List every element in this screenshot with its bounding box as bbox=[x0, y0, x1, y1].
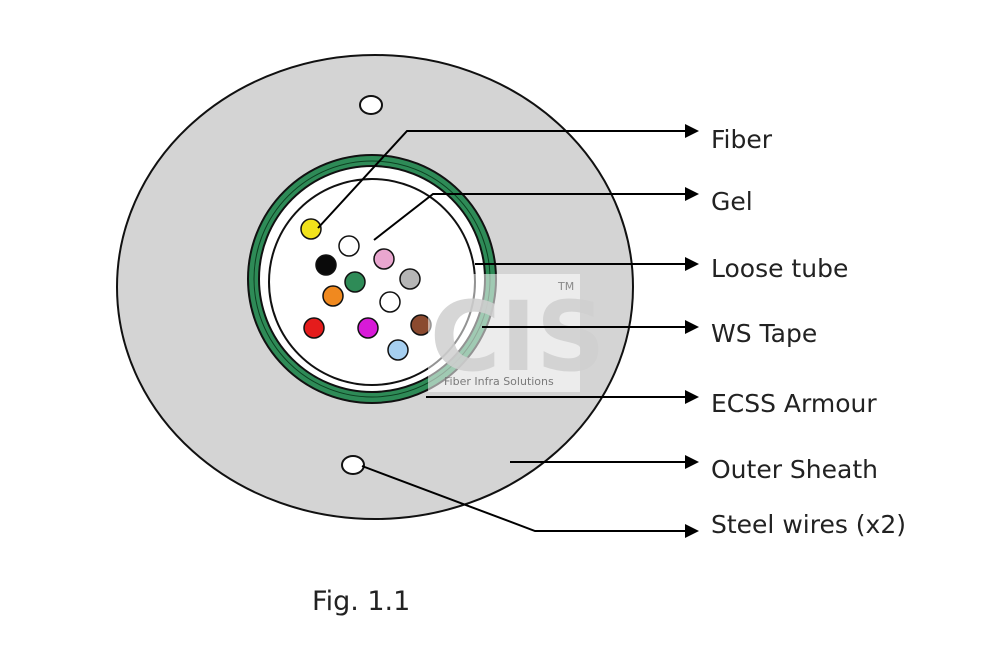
fiber-5 bbox=[344, 271, 366, 293]
fiber-group bbox=[300, 218, 432, 361]
watermark-text: Fiber Infra Solutions bbox=[444, 375, 554, 388]
leader-gel bbox=[373, 187, 699, 241]
fiber-3 bbox=[315, 254, 337, 276]
label-steel-wires: Steel wires (x2) bbox=[711, 510, 907, 539]
watermark-tm: TM bbox=[558, 280, 575, 293]
leader-fiber bbox=[317, 124, 699, 229]
fiber-10 bbox=[357, 317, 379, 339]
fiber-8 bbox=[379, 291, 401, 313]
label-fiber: Fiber bbox=[711, 125, 773, 154]
figure-caption: Fig. 1.1 bbox=[312, 586, 411, 617]
steel-wire-bottom bbox=[341, 455, 365, 475]
fiber-2 bbox=[338, 235, 360, 257]
fiber-4 bbox=[373, 248, 395, 270]
label-outer-sheath: Outer Sheath bbox=[711, 455, 878, 484]
fiber-6 bbox=[399, 268, 421, 290]
label-ecss-armour: ECSS Armour bbox=[711, 389, 877, 418]
leader-steel-wires bbox=[361, 465, 699, 538]
steel-wire-top bbox=[359, 95, 383, 115]
label-ws-tape: WS Tape bbox=[711, 319, 818, 348]
fiber-1 bbox=[300, 218, 322, 240]
label-gel: Gel bbox=[711, 187, 753, 216]
fiber-9 bbox=[303, 317, 325, 339]
watermark-logo: CIS bbox=[430, 281, 605, 393]
fiber-12 bbox=[387, 339, 409, 361]
label-loose-tube: Loose tube bbox=[711, 254, 849, 283]
fiber-7 bbox=[322, 285, 344, 307]
watermark-box bbox=[428, 274, 580, 392]
